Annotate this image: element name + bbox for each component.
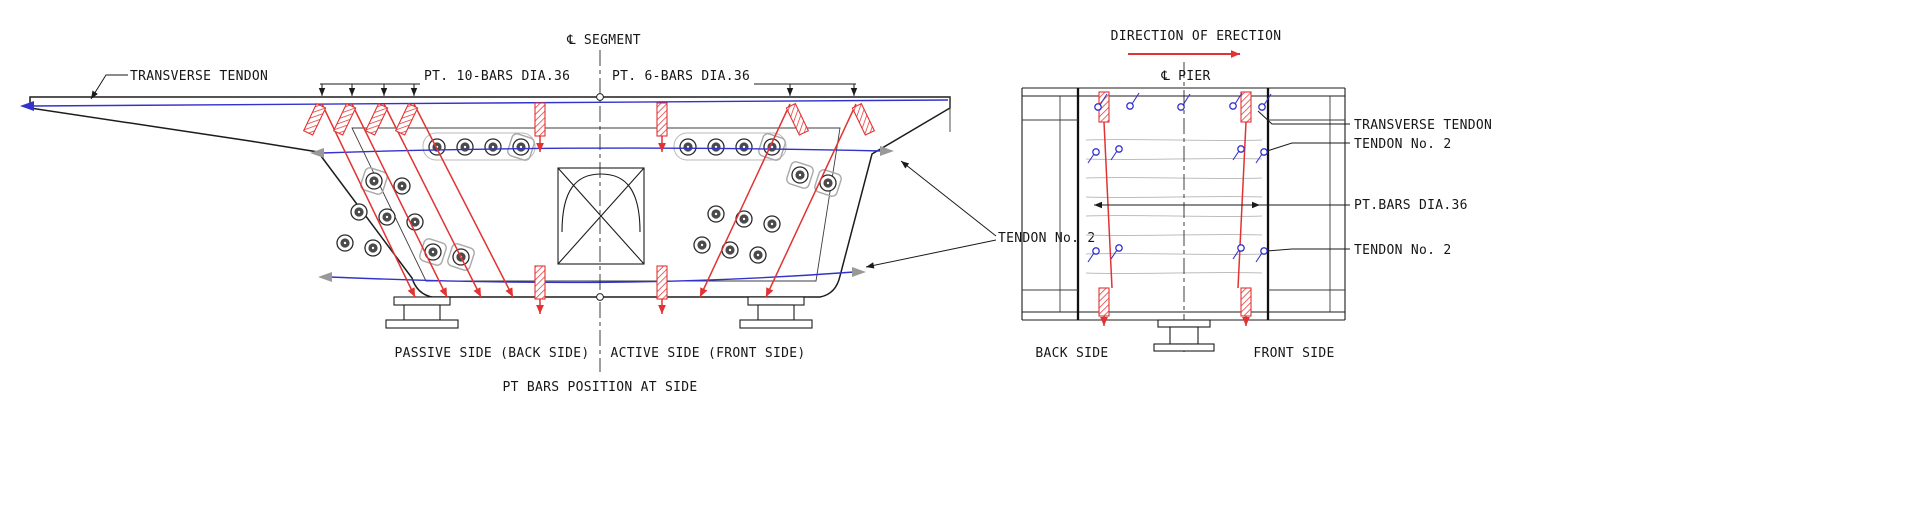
pt-bars-right [699, 102, 876, 298]
transverse-tendon-top [20, 99, 949, 111]
tendon-no2-label-section: TENDON No. 2 [998, 231, 1096, 246]
active-side-label: ACTIVE SIDE (FRONT SIDE) [610, 346, 805, 361]
pt-bars-dia36-label: PT.BARS DIA.36 [1354, 198, 1468, 213]
segment-centerline [596, 50, 604, 372]
elevation-frame [1021, 87, 1346, 321]
inner-void-outline [351, 127, 841, 282]
pt-10-bars-label: PT. 10-BARS DIA.36 [424, 69, 570, 84]
tendon-no2-upper-label: TENDON No. 2 [1354, 137, 1452, 152]
leader-lines-elevation [1094, 110, 1350, 252]
section-caption: PT BARS POSITION AT SIDE [502, 380, 697, 395]
box-girder-outline [29, 96, 951, 298]
pt-bars-vertical [534, 102, 668, 314]
tendon-no2-lower-label: TENDON No. 2 [1354, 243, 1452, 258]
cl-segment-label: ℄ SEGMENT [566, 33, 641, 48]
pt-bars-left [302, 102, 514, 298]
access-opening [557, 167, 645, 265]
cl-pier-label: ℄ PIER [1160, 69, 1210, 84]
tendon-no2-mid [310, 146, 894, 158]
back-side-label: BACK SIDE [1035, 346, 1108, 361]
passive-side-label: PASSIVE SIDE (BACK SIDE) [394, 346, 589, 361]
section-view: ℄ SEGMENT TRANSVERSE TENDON PT. 10-BARS … [20, 33, 1096, 395]
anchor-circles-left [336, 131, 537, 273]
pt-bar-anchors-elevation [1098, 91, 1252, 326]
bearing-right [739, 296, 813, 329]
transverse-tendon-leader [90, 74, 128, 100]
anchor-row-outlines [422, 132, 787, 161]
pt-bar-bundle [1085, 138, 1263, 275]
direction-of-erection-label: DIRECTION OF ERECTION [1111, 29, 1282, 44]
tendon-no2-bottom [318, 267, 866, 284]
tendon-left-tip-arrow [20, 101, 34, 111]
leader-lines-section [90, 74, 997, 269]
bearing-left [385, 296, 459, 329]
elevation-view: DIRECTION OF ERECTION ℄ PIER TRANSVERSE … [1021, 29, 1492, 361]
tendon-no2-upper-leader [900, 160, 997, 237]
transverse-tendon-label-section: TRANSVERSE TENDON [130, 69, 268, 84]
tendon-no2-lower-leader [865, 239, 997, 269]
anchor-circles-right [679, 131, 844, 264]
pier-bearing [1153, 319, 1215, 352]
front-side-label: FRONT SIDE [1253, 346, 1334, 361]
pt-6-bars-label: PT. 6-BARS DIA.36 [612, 69, 750, 84]
transverse-tendon-label-elevation: TRANSVERSE TENDON [1354, 118, 1492, 133]
